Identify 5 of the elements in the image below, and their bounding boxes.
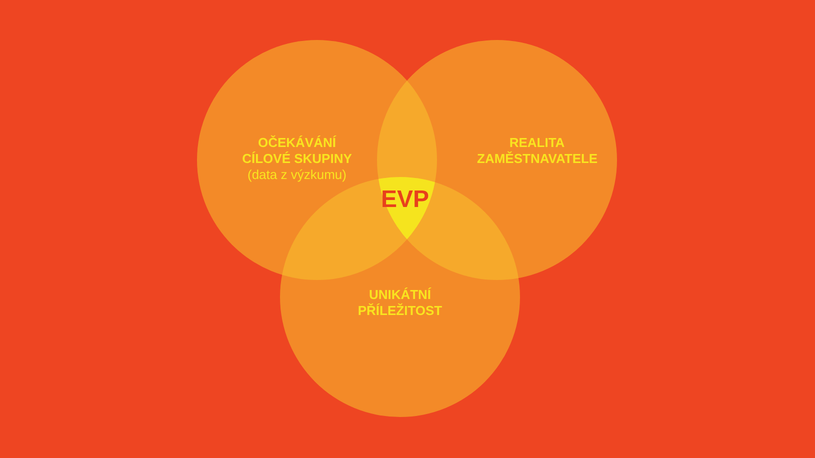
- circle-label: UNIKÁTNÍ PŘÍLEŽITOST: [356, 287, 444, 319]
- circle-note: (data z výzkumu): [246, 167, 348, 183]
- circle-label: EVP: [380, 186, 430, 214]
- circle-label: REALITA ZAMĚSTNAVATELE: [477, 135, 597, 167]
- circle-label: OČEKÁVÁNÍ CÍLOVÉ SKUPINY: [241, 135, 353, 167]
